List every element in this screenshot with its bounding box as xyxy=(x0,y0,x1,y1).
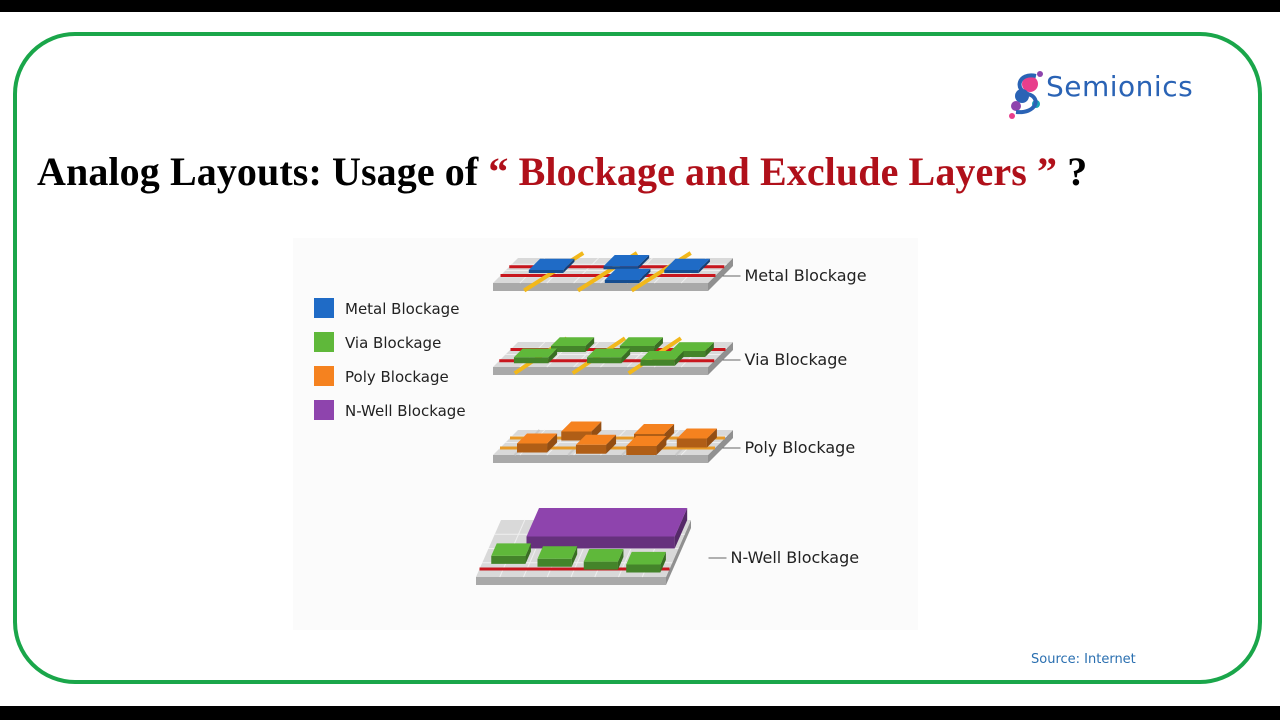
plate-side xyxy=(708,342,733,375)
substrate-block-side xyxy=(537,558,572,567)
poly-block xyxy=(561,421,602,432)
poly-block-side xyxy=(626,446,657,455)
layer-3: Poly Blockage xyxy=(493,421,856,463)
substrate-block xyxy=(537,546,578,559)
via-block-side xyxy=(551,346,586,352)
nwell-block-side xyxy=(526,536,675,549)
layer-label: Poly Blockage xyxy=(745,438,856,457)
nwell-block-edge xyxy=(674,508,688,549)
layer-2: Via Blockage xyxy=(493,336,848,375)
substrate-block-edge xyxy=(660,551,666,573)
substrate-block xyxy=(583,549,624,562)
legend-swatch xyxy=(314,366,334,386)
plate-side xyxy=(708,430,733,463)
substrate-block xyxy=(626,551,666,565)
metal-block-side xyxy=(604,280,640,283)
title-suffix: ? xyxy=(1057,149,1088,194)
metal-block-side xyxy=(664,270,699,273)
legend-label: Via Blockage xyxy=(345,334,441,352)
metal-block-side xyxy=(528,270,564,273)
substrate-block-edge xyxy=(617,549,624,570)
via-block-side xyxy=(513,357,549,364)
layer-1: Metal Blockage xyxy=(493,251,867,293)
title-prefix: Analog Layouts: Usage of xyxy=(37,149,489,194)
poly-block-edge xyxy=(606,434,617,454)
plate-front xyxy=(493,283,708,291)
plate-side xyxy=(708,258,733,291)
legend-label: Poly Blockage xyxy=(345,368,449,386)
poly-block-side xyxy=(575,444,607,454)
poly-block xyxy=(634,424,675,434)
title-highlight: “ Blockage and Exclude Layers ” xyxy=(488,149,1058,194)
poly-block-edge xyxy=(664,424,675,443)
layer-label: N-Well Blockage xyxy=(731,548,860,567)
plate-front xyxy=(493,455,708,463)
metal-block-edge xyxy=(639,268,651,283)
layer-label: Via Blockage xyxy=(745,350,848,369)
plate-front xyxy=(476,577,666,585)
semionics-logo: Semionics xyxy=(1006,62,1236,124)
legend-label: N-Well Blockage xyxy=(345,402,466,420)
substrate-block-side xyxy=(491,555,526,564)
metal-block xyxy=(603,255,650,267)
via-block-edge xyxy=(674,351,684,366)
brand-name: Semionics xyxy=(1046,70,1194,103)
via-block-edge xyxy=(621,348,631,364)
metal-block xyxy=(528,258,575,270)
poly-block-side xyxy=(517,443,548,453)
plate-front xyxy=(493,367,708,375)
metal-block-edge xyxy=(698,258,710,273)
via-block-edge xyxy=(654,337,663,352)
via-block xyxy=(587,348,631,358)
metal-block xyxy=(604,268,651,280)
metal-block xyxy=(664,258,710,270)
via-block xyxy=(513,348,558,358)
source-note: Source: Internet xyxy=(1031,652,1136,667)
via-block-side xyxy=(640,359,675,366)
legend-label: Metal Blockage xyxy=(345,300,459,318)
substrate-block-edge xyxy=(525,543,531,564)
metal-block-side xyxy=(603,266,638,270)
slide: Semionics Analog Layouts: Usage of “ Blo… xyxy=(0,12,1280,706)
page-title: Analog Layouts: Usage of “ Blockage and … xyxy=(37,148,1087,195)
substrate-block xyxy=(491,543,531,556)
slide-frame xyxy=(13,32,1262,684)
poly-block xyxy=(575,434,617,445)
via-block xyxy=(619,337,663,346)
layer-4: N-Well Blockage xyxy=(476,508,859,585)
poly-block xyxy=(626,436,667,446)
via-block xyxy=(640,351,684,360)
legend-swatch xyxy=(314,400,334,420)
semionics-logo-icon xyxy=(1009,71,1043,119)
poly-block xyxy=(517,433,558,444)
substrate-block-side xyxy=(626,564,661,573)
substrate-block-side xyxy=(583,561,618,570)
via-block xyxy=(670,342,714,351)
poly-block xyxy=(676,428,717,439)
layer-label: Metal Blockage xyxy=(745,266,867,285)
legend-swatch xyxy=(314,298,334,318)
substrate-block-edge xyxy=(571,546,578,567)
legend-swatch xyxy=(314,332,334,352)
nwell-block xyxy=(526,508,688,537)
poly-block-side xyxy=(676,438,707,448)
via-block-side xyxy=(587,357,622,364)
via-block-edge xyxy=(705,342,714,357)
plate-side xyxy=(666,520,691,585)
poly-block-edge xyxy=(656,436,667,455)
poly-block-edge xyxy=(706,428,717,448)
via-block xyxy=(551,337,595,346)
poly-block-edge xyxy=(547,433,558,453)
metal-block-edge xyxy=(563,258,575,273)
via-block-edge xyxy=(585,337,595,352)
metal-block-edge xyxy=(637,255,650,270)
via-block-edge xyxy=(548,348,558,364)
